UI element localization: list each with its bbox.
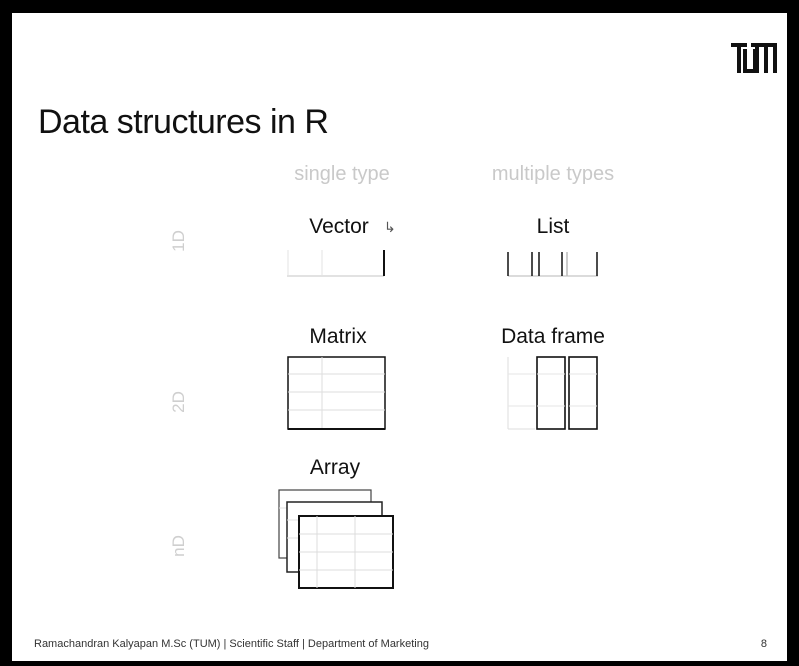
array-label: Array <box>309 456 361 479</box>
vector-label: Vector <box>309 215 369 238</box>
list-label: List <box>536 215 570 238</box>
slide-title: Data structures in R <box>38 103 329 141</box>
row-label-1d: 1D <box>169 230 188 252</box>
column-header-single-type: single type <box>294 163 390 185</box>
slide: Data structures in R single type multipl… <box>12 13 787 661</box>
array-diagram <box>278 489 394 589</box>
data-frame-label: Data frame <box>501 325 605 348</box>
row-label-2d: 2D <box>169 391 188 413</box>
data-frame-diagram <box>507 356 598 430</box>
column-header-multiple-types: multiple types <box>491 163 615 185</box>
list-diagram <box>507 252 598 277</box>
tum-logo <box>731 43 777 73</box>
vector-diagram <box>287 250 385 277</box>
matrix-diagram <box>287 356 386 430</box>
matrix-label: Matrix <box>309 325 367 348</box>
footer-text: Ramachandran Kalyapan M.Sc (TUM) | Scien… <box>34 638 429 650</box>
row-label-nd: nD <box>169 535 188 557</box>
cursor-icon: ↳ <box>384 219 396 235</box>
page-number: 8 <box>760 638 767 650</box>
